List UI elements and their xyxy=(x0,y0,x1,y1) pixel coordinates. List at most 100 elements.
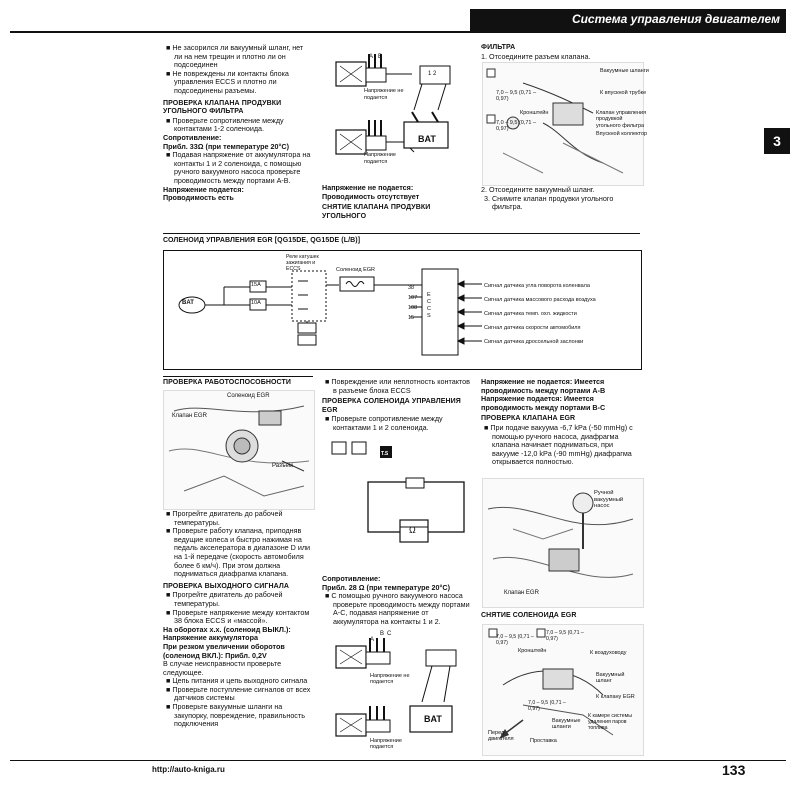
signal-label: Сигнал датчика темп. охл. жидкости xyxy=(484,311,577,317)
step-3: 3. Снимите клапан продувки угольного фил… xyxy=(484,193,614,212)
signal-label: Сигнал датчика массового расхода воздуха xyxy=(484,297,596,303)
list-item: ■ Цепь питания и цепь выходного сигнала xyxy=(166,676,308,686)
ecu-pins: 38 107 108 15 xyxy=(408,283,417,323)
battery-label: BAT xyxy=(424,714,442,724)
voltage-off-label: Напряжение не подается: xyxy=(322,183,414,192)
fuse-15a: 15A xyxy=(251,282,261,288)
ecu-pin: 15 xyxy=(408,315,415,321)
fault-intro: В случае неисправности проверьте следующ… xyxy=(163,659,282,677)
label-egr-solenoid: Соленоид EGR xyxy=(227,393,270,399)
port-b-label: B xyxy=(378,54,383,60)
resistance-label: Сопротивление: xyxy=(322,574,381,583)
list-item: ■ Повреждение или неплотность контактов … xyxy=(325,377,470,395)
signal-label: Сигнал датчика угла поворота коленвала xyxy=(484,283,590,289)
col2-bottom-text2: Сопротивление: Прибл. 28 Ω (при температ… xyxy=(322,574,472,627)
list-item: ■ Проверьте сопротивление между контакта… xyxy=(166,115,284,134)
chapter-tab: 3 xyxy=(764,128,790,154)
ecu-pin: 38 xyxy=(408,285,415,291)
egr-valve-photo xyxy=(163,390,315,510)
list-item: ■ Проверьте напряжение между контактом 3… xyxy=(166,607,310,626)
list-item: ■ При подаче вакуума -6,7 kPa (-50 mmHg)… xyxy=(484,422,633,467)
label-to-intake: К впускной трубке xyxy=(600,90,647,96)
col3-bottom-text: Напряжение не подается: Имеется проводим… xyxy=(481,377,641,467)
section-heading: ПРОВЕРКА РАБОТОСПОСОБНОСТИ xyxy=(163,379,292,386)
page-number: 133 xyxy=(722,762,746,778)
port-a-label: A xyxy=(370,637,375,643)
voltage-on-result: Напряжение подается: Имеется проводимост… xyxy=(481,394,606,412)
signal-label: Сигнал датчика дроссельной заслонки xyxy=(484,339,584,345)
egr-solenoid-label: Соленоид EGR xyxy=(336,267,376,273)
col3-top-text: ФИЛЬТРА 1. Отсоедините разъем клапана. xyxy=(481,44,641,61)
figure-label-voltage-off: Напряжение не подается xyxy=(370,673,410,686)
egr-solenoid-vacuum-figure xyxy=(335,638,457,737)
resistance-value: Прибл. 33Ω (при температуре 20°С) xyxy=(163,141,289,151)
section-heading: ПРОВЕРКА ВЫХОДНОГО СИГНАЛА xyxy=(163,582,290,590)
voltage-off-result: Проводимость отсутствует xyxy=(322,191,420,201)
list-item: ■ Проверьте поступление сигналов от всех… xyxy=(166,684,311,703)
section-heading: ФИЛЬТРА xyxy=(481,44,516,51)
ecu-label: E C C S xyxy=(427,292,431,319)
list-item: ■ Прогрейте двигатель до рабочей темпера… xyxy=(166,509,283,527)
torque-spec-1: 7,0 – 9,5 (0,71 – 0,97) xyxy=(496,90,537,103)
signal-label: Сигнал датчика скорости автомобиля xyxy=(484,325,581,331)
section-heading: СНЯТИЕ СОЛЕНОИДА EGR xyxy=(481,612,577,619)
ohm-symbol: Ω xyxy=(409,525,416,535)
connector-pins: 1 2 xyxy=(428,71,437,77)
header-rule xyxy=(10,31,786,33)
egr-solenoid-removal-figure xyxy=(482,624,644,756)
voltage-off-result: Напряжение не подается: Имеется проводим… xyxy=(481,377,606,395)
ecu-signal-list: Сигнал датчика угла поворота коленвала С… xyxy=(484,279,596,349)
label-bracket: Кронштейн xyxy=(518,648,547,654)
battery-label: BAT xyxy=(418,134,436,144)
idle-voltage: На оборотах х.х. (соленоид ВЫКЛ.): Напря… xyxy=(163,624,291,643)
purge-valve-removal-figure xyxy=(482,62,644,186)
port-a-label: A xyxy=(369,54,374,60)
resistance-value: Прибл. 28 Ω (при температуре 20°С) xyxy=(322,582,450,592)
col2-top-text: Напряжение не подается: Проводимость отс… xyxy=(322,183,472,221)
list-item: ■ Не засорился ли вакуумный шланг, нет л… xyxy=(166,43,304,70)
footer-url: http://auto-kniga.ru xyxy=(152,765,225,774)
label-vacuum-hoses: Вакуумные шланги xyxy=(600,68,649,74)
section-heading: СНЯТИЕ КЛАПАНА ПРОДУВКИ УГОЛЬНОГО xyxy=(322,204,431,220)
ts-label: T.S xyxy=(381,451,389,457)
figure-label-voltage-off: Напряжение не подается xyxy=(364,88,404,101)
label-to-air-duct: К воздуховоду xyxy=(590,650,627,656)
label-vacuum-hose: Вакуумный шланг xyxy=(596,672,625,685)
label-to-egr-valve: К клапану EGR xyxy=(596,694,635,700)
voltage-on-label: Напряжение подается: xyxy=(163,184,244,194)
label-intake-manifold: Впускной коллектор xyxy=(596,131,648,137)
port-c-label: C xyxy=(387,631,392,637)
list-item: ■ Проверьте вакуумные шланги на закупорк… xyxy=(166,702,305,729)
egr-valve-check-photo xyxy=(482,478,644,608)
rev-voltage: При резком увеличении оборотов (соленоид… xyxy=(163,641,285,660)
label-egr-valve: Клапан EGR xyxy=(504,590,539,596)
label-bracket: Кронштейн xyxy=(520,110,549,116)
list-item: ■ Подавая напряжение от аккумулятора на … xyxy=(166,150,311,185)
page-header-bar: Система управления двигателем xyxy=(470,9,786,31)
purge-valve-figure xyxy=(335,54,451,155)
voltage-on-result: Проводимость есть xyxy=(163,193,234,203)
label-hand-pump: Ручной вакуумный насос xyxy=(594,490,624,510)
torque-spec-3: 7,0 – 9,5 (0,71 – 0,97) xyxy=(528,700,566,712)
col2-bottom-text: ■ Повреждение или неплотность контактов … xyxy=(322,377,472,433)
section-heading: ПРОВЕРКА КЛАПАНА EGR xyxy=(481,415,576,423)
col1-bottom-text: ■ Прогрейте двигатель до рабочей темпера… xyxy=(163,509,313,729)
egr-wiring-diagram xyxy=(163,250,642,370)
list-item: ■ Проверьте сопротивление между контакта… xyxy=(325,414,443,432)
torque-spec-2: 7,0 – 9,5 (0,71 – 0,97) xyxy=(546,630,584,642)
figure-label-voltage-on: Напряжение подается xyxy=(364,152,396,165)
col3-top-steps: 2. Отсоедините вакуумный шланг. 3. Сними… xyxy=(481,185,641,212)
relay-label: Реле катушек зажигания и ECCS xyxy=(286,254,319,272)
diagram-bat-label: BAT xyxy=(182,300,194,306)
label-to-evap-chamber: К камере системы удаления паров топлива xyxy=(588,713,632,731)
figure-label-voltage-on: Напряжение подается xyxy=(370,738,402,751)
label-connector: Разъем xyxy=(272,463,293,469)
section-heading: ПРОВЕРКА КЛАПАНА ПРОДУВКИ УГОЛЬНОГО ФИЛЬ… xyxy=(163,99,282,116)
col1-top-text: ■ Не засорился ли вакуумный шланг, нет л… xyxy=(163,43,313,203)
list-item: ■ Не повреждены ли контакты блока управл… xyxy=(166,68,289,95)
torque-spec-1: 7,0 – 9,5 (0,71 – 0,97) xyxy=(496,634,534,646)
torque-spec-2: 7,0 – 9,5 (0,71 – 0,97) xyxy=(496,120,537,133)
step-2: 2. Отсоедините вакуумный шланг. xyxy=(481,185,595,194)
page-header-title: Система управления двигателем xyxy=(571,12,780,26)
label-engine-front: Перед двигателя xyxy=(488,730,514,743)
